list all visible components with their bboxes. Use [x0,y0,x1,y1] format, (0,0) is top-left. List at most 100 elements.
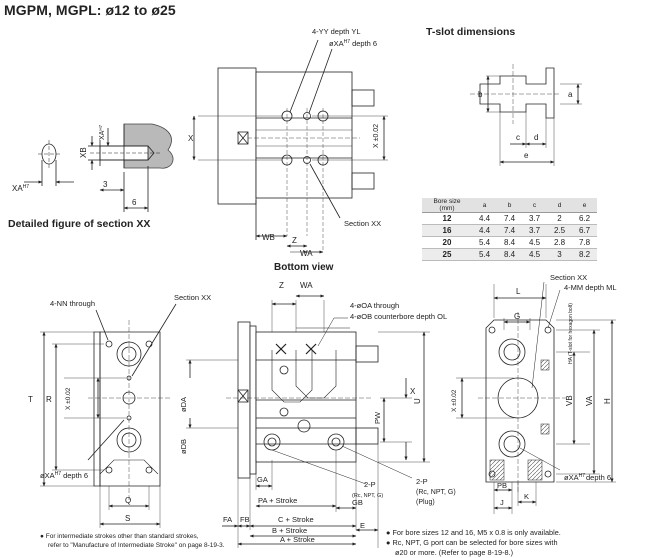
main-da-label: øDA [179,397,188,412]
bullet-icon: ● [386,538,391,547]
main-port1-label: 2-P [364,480,376,489]
tslot-e-label: e [524,151,529,160]
table-cell: 4.5 [522,236,547,249]
main-gb-label: GB [352,498,363,507]
main-port2-sub-label: (Rc, NPT, G) [416,489,456,496]
table-cell: 2.8 [547,236,572,249]
main-pw-label: PW [373,411,382,424]
main-port2-label: 2-P [416,477,428,486]
tslot-a-label: a [568,90,573,99]
side-view [456,281,616,514]
front-view [40,303,177,528]
table-cell: 3.7 [522,212,547,225]
main-view [186,294,430,548]
detail-xa-side-label: XAH7 [98,124,106,140]
table-cell-bore: 12 [422,212,472,225]
table-cell: 4.4 [472,224,497,237]
tslot-figure [470,64,582,166]
detail-figure [24,123,174,212]
note-intermediate-stroke: ● For intermediate strokes other than st… [40,533,225,549]
guide-rod-bore [498,430,526,458]
side-j-label: J [500,498,504,507]
side-va-label: VA [585,395,594,406]
detail-caption: Detailed figure of section XX [8,218,151,230]
main-db-label: øDB [179,439,188,454]
table-header: e [572,198,597,213]
front-x-tol-label: X ±0.02 [65,387,72,410]
side-vb-label: VB [565,395,574,406]
detail-xa-label: XAH7 [12,184,29,193]
side-mm-label: 4-MM depth ML [564,283,617,292]
table-cell: 3.7 [522,224,547,237]
table-cell: 7.4 [497,224,522,237]
top-wa-label: WA [300,249,313,258]
tslot-dimension-table: Bore size (mm) a b c d e 12 4.4 7.4 3.7 … [422,198,597,261]
detail-dim-3: 3 [103,180,108,189]
tslot-title: T-slot dimensions [426,26,516,38]
table-cell-bore: 16 [422,224,472,237]
tslot-b-label: b [478,90,483,99]
side-xa-label: øXAH7depth 6 [564,473,611,482]
main-x-label: X [410,387,416,396]
main-ob-label: 4-øOB counterbore depth OL [350,312,447,321]
main-c-label: C + Stroke [278,515,314,524]
side-x-tol-label: X ±0.02 [451,389,458,412]
main-u-label: U [413,398,422,404]
front-t-label: T [28,395,33,404]
table-cell: 6.7 [572,224,597,237]
detail-xb-label: XB [79,147,88,158]
main-a-label: A + Stroke [280,535,315,544]
table-cell: 8.4 [497,236,522,249]
table-cell: 2.5 [547,224,572,237]
top-xa-label: øXAH7 depth 6 [329,39,377,48]
main-fa-label: FA [223,515,232,524]
table-header-row: Bore size (mm) a b c d e [422,198,597,213]
front-q-label: Q [125,496,131,505]
bottom-view-label: Bottom view [274,262,334,273]
table-cell: 8.2 [572,248,597,261]
side-section-label: Section XX [550,273,587,282]
side-pb-label: PB [497,481,507,490]
table-row: 25 5.4 8.4 4.5 3 8.2 [422,248,597,261]
main-e-label: E [360,521,365,530]
pin-hole [303,112,311,120]
front-xa-label: øXAH7 depth 6 [40,471,88,480]
top-yy-label: 4-YY depth YL [312,27,361,36]
top-x-label: X [188,134,194,143]
front-nn-label: 4-NN through [50,299,95,308]
main-b-label: B + Stroke [272,526,307,535]
tslot-d-label: d [534,133,538,142]
table-row: 16 4.4 7.4 3.7 2.5 6.7 [422,224,597,237]
main-pa-label: PA + Stroke [258,496,297,505]
main-wa-label: WA [300,281,313,290]
table-cell: 8.4 [497,248,522,261]
table-header: b [497,198,522,213]
tslot-c-label: c [516,133,520,142]
table-cell: 5.4 [472,236,497,249]
table-cell: 5.4 [472,248,497,261]
main-ga-label: GA [257,475,268,484]
front-r-label: R [46,395,52,404]
top-z-label: Z [292,236,297,245]
cylinder-body [255,331,357,463]
detail-dim-6: 6 [132,198,137,207]
table-cell-bore: 20 [422,236,472,249]
main-oa-label: 4-øOA through [350,301,399,310]
note-port-options: ● For bore sizes 12 and 16, M5 x 0.8 is … [386,528,561,557]
top-view [192,39,388,254]
table-cell: 7.8 [572,236,597,249]
side-hat-label: HA (T-slot for hexagon bolt) [568,303,574,364]
front-s-label: S [125,514,130,523]
main-z-label: Z [279,281,284,290]
table-header: d [547,198,572,213]
top-section-label: Section XX [344,219,381,228]
guide-rod-bore [498,338,526,366]
bullet-icon: ● [40,533,44,540]
table-cell: 4.5 [522,248,547,261]
table-cell: 2 [547,212,572,225]
table-cell: 7.4 [497,212,522,225]
front-section-label: Section XX [174,293,211,302]
side-g-label: G [514,312,520,321]
main-fb-label: FB [240,515,250,524]
